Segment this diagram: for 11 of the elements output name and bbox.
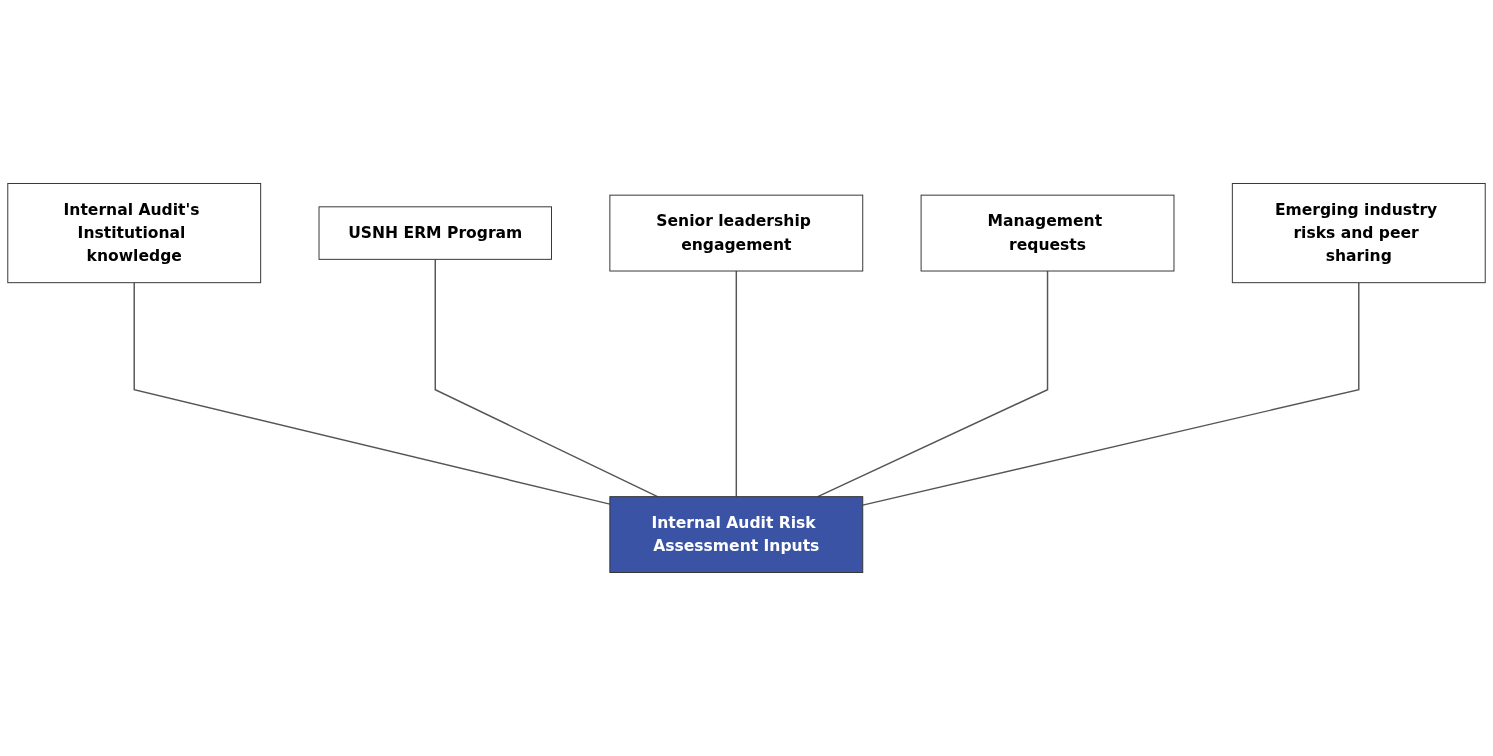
node-box: Internal Audit Risk Assessment Inputs [609, 496, 864, 573]
connector [862, 281, 1360, 506]
connector [817, 270, 1049, 498]
node-box: Senior leadership engagement [609, 194, 864, 272]
connector [434, 258, 659, 498]
node-box: Internal Audit's Institutional knowledge [7, 183, 262, 284]
connector [133, 281, 611, 505]
node-box: Management requests [920, 194, 1175, 272]
node-box: USNH ERM Program [318, 206, 552, 260]
connector [735, 270, 738, 498]
node-box: Emerging industry risks and peer sharing [1231, 183, 1486, 284]
